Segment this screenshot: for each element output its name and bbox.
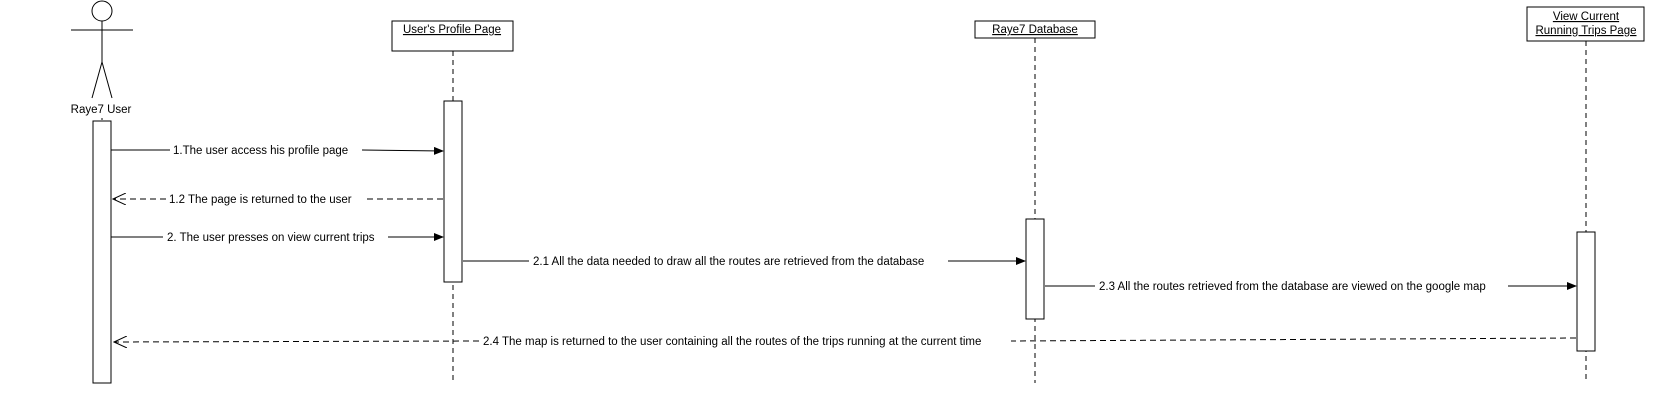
participant-label-line-1: View Current <box>1553 11 1620 23</box>
actor-right-leg <box>101 61 113 99</box>
message-2-4: 2.4 The map is returned to the user cont… <box>114 336 1577 348</box>
participant-box <box>391 20 514 52</box>
message-2-4-line-right <box>1010 337 1577 342</box>
message-1: 1.The user access his profile page <box>111 145 444 157</box>
activation-trips-page <box>1576 231 1596 352</box>
message-2-4-line-left <box>114 341 480 342</box>
message-1-2: 1.2 The page is returned to the user <box>113 194 443 206</box>
message-2-1-label: 2.1 All the data needed to draw all the … <box>533 256 924 268</box>
message-1-2-label: 1.2 The page is returned to the user <box>169 194 352 206</box>
participant-database: Raye7 Database <box>974 20 1096 39</box>
participant-trips-page: View Current Running Trips Page <box>1526 6 1645 42</box>
message-1-line-right <box>361 146 444 155</box>
actor-head <box>91 0 113 22</box>
message-2-1: 2.1 All the data needed to draw all the … <box>463 256 1026 268</box>
activation-actor <box>92 120 112 384</box>
message-2: 2. The user presses on view current trip… <box>111 232 444 244</box>
participant-label: User's Profile Page <box>403 24 501 36</box>
participant-label: Raye7 Database <box>992 24 1078 36</box>
activation-database <box>1025 218 1045 320</box>
participant-profile-page: User's Profile Page <box>391 20 514 52</box>
participant-label-line-2: Running Trips Page <box>1535 25 1636 37</box>
message-2-4-label: 2.4 The map is returned to the user cont… <box>483 336 981 348</box>
actor-left-leg <box>91 61 103 99</box>
message-2-3-label: 2.3 All the routes retrieved from the da… <box>1099 281 1486 293</box>
actor-raye7-user: Raye7 User <box>71 0 133 116</box>
message-1-label: 1.The user access his profile page <box>173 145 348 157</box>
message-2-label: 2. The user presses on view current trip… <box>167 232 375 244</box>
actor-label: Raye7 User <box>71 104 132 116</box>
message-2-3: 2.3 All the routes retrieved from the da… <box>1045 281 1577 293</box>
participant-box <box>1526 6 1645 42</box>
activation-profile-page <box>443 100 463 283</box>
